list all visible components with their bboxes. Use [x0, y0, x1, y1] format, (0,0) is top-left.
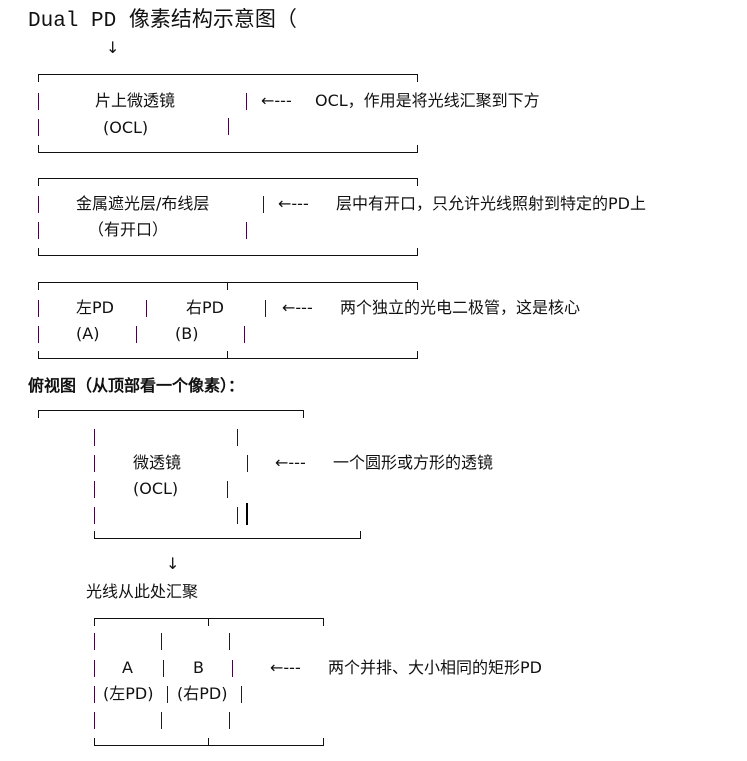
box-vertical-bar: [94, 507, 95, 524]
pd-note: 两个独立的光电二极管，这是核心: [340, 298, 581, 317]
box-vertical-bar: [263, 196, 264, 213]
box-vertical-bar: [136, 326, 137, 343]
box-corner-tick: [417, 351, 418, 359]
box-vertical-bar: [227, 481, 228, 498]
text-cursor: [246, 503, 248, 525]
box-corner-tick: [38, 351, 39, 359]
box-vertical-bar: [161, 633, 162, 650]
box-corner-tick: [227, 282, 228, 290]
arrow-down-icon: ↓: [106, 38, 120, 57]
box-vertical-bar: [94, 429, 95, 446]
box-vertical-bar: [161, 712, 162, 729]
box-corner-tick: [38, 145, 39, 153]
box-vertical-bar: [38, 222, 39, 239]
box-corner-tick: [38, 282, 39, 290]
box-vertical-bar: [232, 660, 233, 677]
box-vertical-bar: [237, 429, 238, 446]
box-horizontal-line: [38, 358, 418, 359]
box-vertical-bar: [94, 660, 95, 677]
lens-note: 一个圆形或方形的透镜: [333, 453, 494, 472]
arrow-left-icon: ←---: [261, 91, 292, 110]
box-corner-tick: [360, 531, 361, 539]
box-horizontal-line: [38, 178, 418, 179]
box-vertical-bar: [167, 686, 168, 703]
box-horizontal-line: [94, 538, 361, 539]
box-horizontal-line: [94, 618, 324, 619]
box-vertical-bar: [94, 686, 95, 703]
box-horizontal-line: [38, 255, 418, 256]
box-vertical-bar: [163, 660, 164, 677]
arrow-down-icon: ↓: [166, 554, 180, 573]
box-corner-tick: [227, 351, 228, 359]
box-vertical-bar: [246, 93, 247, 110]
metal-sub: （有开口）: [88, 220, 169, 239]
pd-a-label: A: [122, 658, 133, 677]
pd-b-sub: (右PD): [177, 684, 228, 703]
box-vertical-bar: [38, 119, 39, 136]
converge-label: 光线从此处汇聚: [86, 582, 199, 601]
pd-b-label: B: [193, 658, 204, 677]
left-pd-label: 左PD: [76, 298, 114, 317]
box-vertical-bar: [94, 481, 95, 498]
box-horizontal-line: [38, 410, 304, 411]
ocl-note: OCL，作用是将光线汇聚到下方: [315, 91, 540, 110]
box-corner-tick: [417, 74, 418, 82]
box-corner-tick: [417, 282, 418, 290]
box-corner-tick: [38, 248, 39, 256]
box-corner-tick: [208, 618, 209, 626]
box-corner-tick: [94, 618, 95, 626]
box-corner-tick: [38, 410, 39, 418]
box-vertical-bar: [247, 455, 248, 472]
lens-sub: (OCL): [133, 479, 179, 498]
top-view-heading: 俯视图（从顶部看一个像素）：: [28, 376, 245, 395]
right-pd-sub: (B): [175, 324, 199, 343]
arrow-left-icon: ←---: [275, 453, 306, 472]
box-horizontal-line: [38, 74, 418, 75]
box-vertical-bar: [244, 326, 245, 343]
pd-top-note: 两个并排、大小相同的矩形PD: [328, 658, 542, 677]
box-vertical-bar: [38, 326, 39, 343]
box-vertical-bar: [229, 633, 230, 650]
pd-a-sub: (左PD): [103, 684, 154, 703]
box-vertical-bar: [38, 196, 39, 213]
box-horizontal-line: [94, 745, 324, 746]
box-vertical-bar: [94, 633, 95, 650]
box-corner-tick: [417, 178, 418, 186]
box-vertical-bar: [265, 300, 266, 317]
box-corner-tick: [38, 178, 39, 186]
box-vertical-bar: [38, 93, 39, 110]
box-corner-tick: [323, 738, 324, 746]
box-corner-tick: [323, 618, 324, 626]
box-corner-tick: [303, 410, 304, 418]
box-horizontal-line: [38, 152, 418, 153]
left-pd-sub: (A): [76, 324, 100, 343]
lens-label: 微透镜: [133, 453, 182, 472]
box-vertical-bar: [241, 686, 242, 703]
box-vertical-bar: [94, 712, 95, 729]
box-corner-tick: [417, 145, 418, 153]
box-corner-tick: [38, 74, 39, 82]
ocl-sub: (OCL): [103, 118, 149, 137]
box-vertical-bar: [246, 222, 247, 239]
box-corner-tick: [94, 738, 95, 746]
box-vertical-bar: [94, 455, 95, 472]
box-corner-tick: [417, 248, 418, 256]
box-vertical-bar: [38, 300, 39, 317]
box-vertical-bar: [229, 712, 230, 729]
metal-note: 层中有开口，只允许光线照射到特定的PD上: [336, 194, 646, 213]
box-vertical-bar: [237, 507, 238, 524]
arrow-left-icon: ←---: [270, 658, 301, 677]
box-corner-tick: [208, 738, 209, 746]
right-pd-label: 右PD: [186, 298, 224, 317]
box-corner-tick: [94, 531, 95, 539]
diagram-title: Dual PD 像素结构示意图（: [28, 10, 297, 33]
arrow-left-icon: ←---: [282, 298, 313, 317]
box-vertical-bar: [228, 118, 229, 135]
arrow-left-icon: ←---: [278, 194, 309, 213]
ocl-label: 片上微透镜: [95, 91, 176, 110]
metal-label: 金属遮光层/布线层: [76, 194, 210, 213]
box-vertical-bar: [146, 300, 147, 317]
box-horizontal-line: [38, 282, 418, 283]
